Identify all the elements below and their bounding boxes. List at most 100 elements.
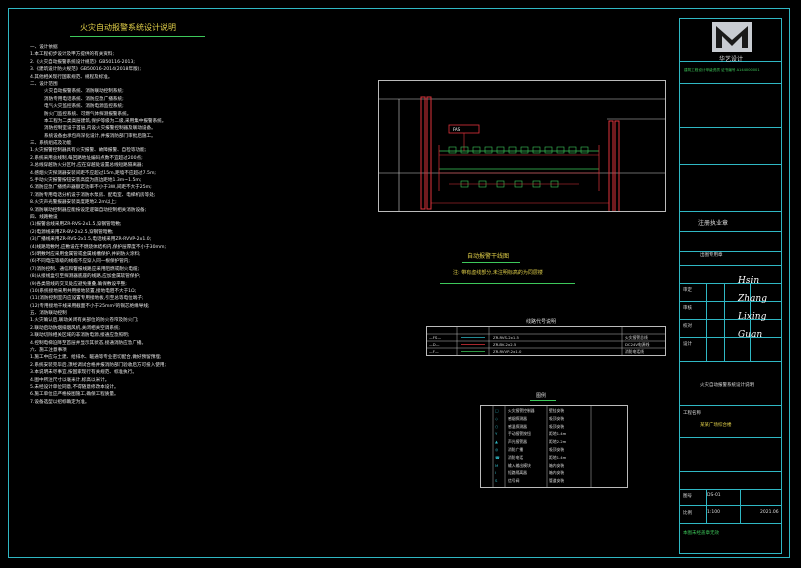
legend-symbol: ◎	[495, 447, 499, 452]
legend-spec: 箱内安装	[549, 462, 565, 468]
materials-caption: 线路代号说明	[526, 319, 557, 325]
note-line: 1.火灾报警控制器具有火灾报警、故障报警、自检等功能;	[30, 148, 147, 154]
note-line: 4.其他相关现行国家规范、规程及标准。	[30, 74, 113, 80]
note-line: 系统设备由承包商深化设计,并报消防部门审批后施工。	[44, 133, 156, 139]
material-name: ZR-RVVP-2x1.0	[493, 349, 522, 354]
note-line: 7.消防专用电话分机设于消防水泵房、配电室、电梯机房等处;	[30, 192, 156, 198]
note-line: 2.系统安装完毕后,须经调试合格并报消防部门验收后方可投入使用;	[30, 362, 167, 368]
legend-symbol: S	[495, 478, 498, 484]
note-line: 2.系统采用总线制,每回路地址编码点数不宜超过200点;	[30, 155, 143, 161]
note-line: 消防控制室设于首层,内设火灾报警控制器及联动设备。	[44, 126, 156, 132]
note-line: 7.设备选型以招标确定为准。	[30, 399, 90, 405]
note-line: 4.控制电梯迫降至首层并显示其状态,接通消防应急广播。	[30, 340, 147, 346]
note-line: 五、消防联动控制	[30, 311, 67, 317]
material-desc: DC24V电源线	[625, 342, 650, 347]
material-name: ZR-RVS-2x1.5	[493, 335, 519, 340]
note-line: (11)消防控制室内应设置专用接地板,引至总等电位端子;	[30, 296, 144, 302]
note-line: (5)明敷时应采用金属管或金属线槽保护,并刷防火涂料;	[30, 251, 141, 257]
material-code: —FS—	[429, 335, 442, 340]
notes-title-underline	[70, 36, 205, 37]
note-line: 4.图中所注尺寸以毫米计,标高以米计。	[30, 377, 110, 383]
titleblock-note: 本图未经盖章无效	[683, 531, 719, 536]
legend-spec: 距地2.2m	[549, 439, 567, 445]
riser-note-underline	[440, 283, 575, 284]
role-approve: 审定	[683, 288, 692, 293]
legend-name: 输入输出模块	[508, 462, 531, 468]
note-line: (4)线路暗敷时,应敷设在不燃烧体结构内,保护层厚度不小于30mm;	[30, 244, 167, 250]
legend-symbol: ▲	[495, 439, 498, 445]
design-notes: 火灾自动报警系统设计说明 一、设计依据 1.本工程初步设计及甲方提供的有关资料; 2…	[30, 22, 250, 547]
note-line: 1.本工程初步设计及甲方提供的有关资料;	[30, 52, 115, 58]
company-info: 建筑工程设计甲级资质 证书编号 A144000001	[684, 68, 760, 72]
role-design: 设计	[683, 342, 692, 347]
legend-symbol: ☎	[495, 454, 500, 460]
signature-review: Zhang	[738, 294, 767, 304]
riser-caption: 自动报警干线图	[467, 253, 510, 260]
legend-name: 感烟探测器	[508, 415, 527, 421]
note-line: (8)从接线盒引至探测器底座的线路,应加金属软管保护;	[30, 274, 141, 280]
material-name: ZR-BV-2x2.5	[493, 342, 517, 347]
note-line: 3.联动切除相关区域的非消防电源,接通应急照明;	[30, 333, 130, 339]
note-line: 9.消防联动控制器应能按设定逻辑自动控制相关消防设备;	[30, 207, 147, 213]
legend-name: 手动报警按钮	[508, 431, 531, 437]
note-line: 六、施工注意事项	[30, 348, 67, 354]
note-line: 6.施工单位应严格按图施工,确保工程质量。	[30, 392, 119, 398]
legend-symbol: Y	[495, 431, 498, 437]
note-line: 6.消防应急广播扬声器额定功率不小于3W,间距不大于25m;	[30, 185, 152, 191]
signature-check: Lixing	[738, 312, 767, 322]
note-line: (1)报警总线采用ZR-RVS-2x1.5,穿钢管暗敷;	[30, 222, 122, 228]
legend-spec: 吸顶安装	[549, 447, 565, 452]
company-logo-icon	[712, 22, 752, 52]
registered-seal-title: 注册执业章	[698, 220, 729, 227]
note-line: 2.联动启动防烟排烟风机,关闭相关空调系统;	[30, 325, 121, 331]
note-line: 本工程为二类高层建筑,保护等级为二级,采用集中报警系统。	[44, 118, 167, 124]
title-block	[679, 18, 782, 554]
note-line: (7)消防控制、通信和警报线路应采用阻燃或耐火电缆;	[30, 266, 140, 272]
note-line: (12)专用接地干线采用截面不小于25mm²的铜芯绝缘导线;	[30, 303, 150, 309]
note-line: 火灾自动报警系统、消防联动控制系统;	[44, 89, 124, 95]
note-line: 消防专用电话系统、消防应急广播系统;	[44, 96, 124, 102]
legend-name: 短路隔离器	[508, 470, 527, 476]
date-value: 2021.06	[760, 510, 779, 515]
sheet-title: 火灾自动报警系统设计说明	[700, 383, 754, 388]
drawing-frame	[8, 8, 790, 558]
riser-diagram: FAS	[379, 96, 665, 214]
note-line: 5.未经设计单位同意,不得随意修改本设计。	[30, 384, 119, 390]
note-line: (10)系统接地采用共用接地装置,接地电阻不大于1Ω;	[30, 288, 137, 294]
notes-title: 火灾自动报警系统设计说明	[80, 23, 176, 32]
legend-spec: 吸顶安装	[549, 423, 565, 429]
note-line: (2)电源线采用ZR-BV-2x2.5,穿钢管暗敷;	[30, 229, 114, 235]
note-line: 三、系统组成及功能	[30, 141, 72, 147]
note-line: 二、设计范围	[30, 81, 58, 87]
note-line: (6)不同电压等级的线缆不应穿入同一根保护管内;	[30, 259, 130, 265]
material-desc: 火灾报警总线	[625, 335, 648, 340]
note-line: 4.感烟火灾探测器安装间距不应超过15m,距墙不应超过7.5m;	[30, 170, 156, 176]
legend-spec: 吸顶安装	[549, 415, 565, 421]
role-review: 审核	[683, 306, 692, 311]
legend-name: 火灾报警控制器	[508, 408, 535, 413]
note-line: (9)各类管线的交叉处应避免重叠,确保敷设平整;	[30, 281, 127, 287]
material-desc: 消防电话线	[625, 349, 644, 354]
legend-spec: 距地1.4m	[549, 454, 567, 460]
company-name: 华艺设计	[719, 56, 744, 63]
note-line: 8.火灾声光警报器安装高度距地2.2m以上;	[30, 200, 117, 206]
scale-value: 1:100	[707, 510, 720, 515]
note-line: 1.施工中应与土建、给排水、暖通等专业密切配合,做好预留预埋;	[30, 355, 162, 361]
legend-symbol: ○	[495, 423, 499, 429]
riser-note: 注: 带有虚线部分,未注明标高的为同层楼	[453, 270, 543, 276]
scale-label: 比例	[683, 511, 692, 516]
legend-name: 消防广播	[508, 447, 524, 452]
note-line: 一、设计依据	[30, 45, 58, 50]
material-code: —F—	[429, 349, 439, 354]
note-line: 四、线路敷设	[30, 214, 58, 220]
note-line: 电气火灾监控系统、消防电源监控系统;	[44, 104, 124, 110]
drawing-no-label: 图号	[683, 494, 692, 499]
legend-spec: 距地1.4m	[549, 431, 567, 437]
signature-design: Guan	[738, 330, 763, 340]
signature-approve: Hsin	[738, 276, 760, 286]
note-line: 5.手动火灾报警按钮安装高度为底边距地1.3m~1.5m;	[30, 178, 142, 184]
note-line: (3)广播线采用ZR-RVS-2x1.5,电话线采用ZR-RVVP-2x1.0;	[30, 237, 152, 243]
legend-name: 消防电话	[508, 454, 524, 460]
